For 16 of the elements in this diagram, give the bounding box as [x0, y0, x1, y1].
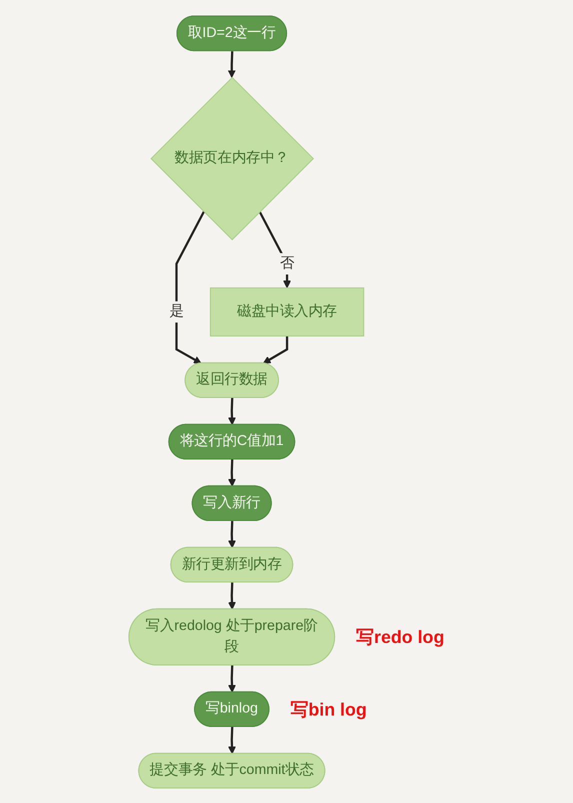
- arrow: [228, 664, 236, 692]
- side-note: 写redo log: [356, 626, 444, 647]
- arrow: [175, 210, 205, 364]
- side-note: 写bin log: [290, 698, 367, 719]
- node-diamond: 数据页在内存中？: [150, 76, 314, 240]
- edge-label: 否: [280, 255, 294, 270]
- arrow: [228, 582, 236, 610]
- arrow: [258, 210, 291, 288]
- arrow: [228, 397, 236, 425]
- arrow: [228, 520, 236, 548]
- edge-label: 是: [169, 303, 184, 319]
- node-box: 磁盘中读入内存: [210, 286, 364, 336]
- arrow: [228, 726, 236, 754]
- arrow: [228, 50, 236, 78]
- arrow: [262, 336, 288, 364]
- arrow: [228, 458, 236, 486]
